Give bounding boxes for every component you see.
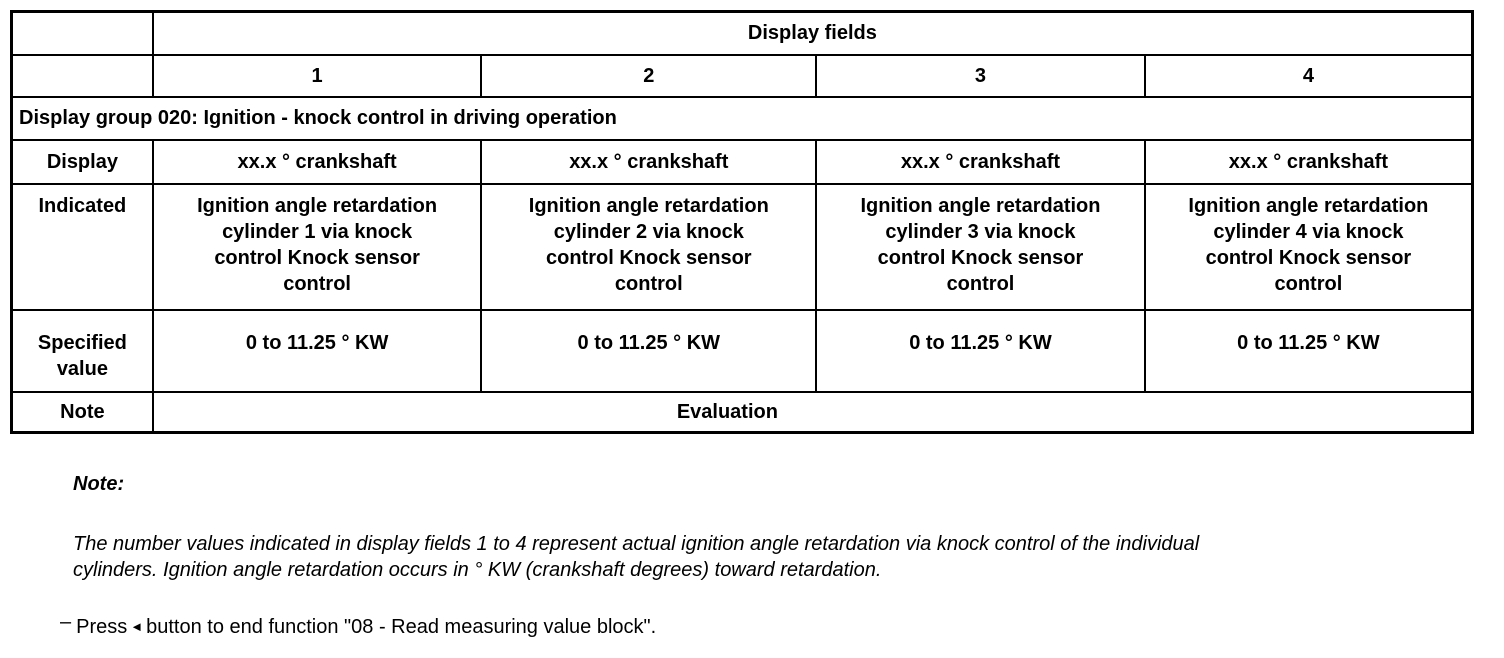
indicated-row: Indicated Ignition angle retardation cyl… bbox=[10, 182, 1474, 311]
field-number-row: 1 2 3 4 bbox=[10, 53, 1474, 98]
display-fields-header: Display fields bbox=[151, 10, 1474, 56]
specified-value-4: 0 to 11.25 ° KW bbox=[1143, 308, 1474, 393]
press-text-prefix: Press bbox=[76, 616, 128, 638]
specified-value-1: 0 to 11.25 ° KW bbox=[151, 308, 483, 393]
display-row: Display xx.x ° crankshaft xx.x ° cranksh… bbox=[10, 138, 1474, 185]
left-arrow-icon: ◄ bbox=[130, 619, 144, 634]
specified-value-row-label: Specified value bbox=[10, 308, 154, 393]
press-instruction: –Press◄button to end function "08 - Read… bbox=[60, 611, 1504, 640]
press-text-suffix: button to end function "08 - Read measur… bbox=[146, 616, 657, 638]
field-number-3: 3 bbox=[815, 53, 1146, 98]
note-heading: Note: bbox=[73, 473, 125, 495]
indicated-row-label: Indicated bbox=[10, 182, 154, 311]
empty-corner-cell bbox=[10, 10, 154, 56]
display-group-row: Display group 020: Ignition - knock cont… bbox=[10, 95, 1474, 141]
display-group-title: Display group 020: Ignition - knock cont… bbox=[10, 95, 1474, 141]
indicated-value-4: Ignition angle retardation cylinder 4 vi… bbox=[1143, 182, 1474, 311]
field-number-4: 4 bbox=[1143, 53, 1474, 98]
indicated-value-3: Ignition angle retardation cylinder 3 vi… bbox=[815, 182, 1146, 311]
specified-value-3: 0 to 11.25 ° KW bbox=[815, 308, 1146, 393]
indicated-value-2: Ignition angle retardation cylinder 2 vi… bbox=[480, 182, 818, 311]
display-value-3: xx.x ° crankshaft bbox=[815, 138, 1146, 185]
specified-value-row: Specified value 0 to 11.25 ° KW 0 to 11.… bbox=[10, 308, 1474, 393]
indicated-value-1: Ignition angle retardation cylinder 1 vi… bbox=[151, 182, 483, 311]
specified-value-2: 0 to 11.25 ° KW bbox=[480, 308, 818, 393]
display-value-4: xx.x ° crankshaft bbox=[1143, 138, 1474, 185]
display-fields-table: Display fields 1 2 3 4 Display group 020… bbox=[10, 10, 1474, 434]
display-row-label: Display bbox=[10, 138, 154, 185]
field-number-2: 2 bbox=[480, 53, 818, 98]
note-body-text: The number values indicated in display f… bbox=[73, 533, 1200, 581]
note-row-label: Note bbox=[10, 390, 154, 434]
note-row-value: Evaluation bbox=[151, 390, 1474, 434]
manual-page: Display fields 1 2 3 4 Display group 020… bbox=[0, 10, 1504, 658]
display-value-2: xx.x ° crankshaft bbox=[480, 138, 818, 185]
display-fields-header-row: Display fields bbox=[10, 10, 1474, 56]
display-value-1: xx.x ° crankshaft bbox=[151, 138, 483, 185]
note-row: Note Evaluation bbox=[10, 390, 1474, 434]
empty-label-cell bbox=[10, 53, 154, 98]
field-number-1: 1 bbox=[151, 53, 483, 98]
dash-list-marker: – bbox=[60, 611, 72, 633]
